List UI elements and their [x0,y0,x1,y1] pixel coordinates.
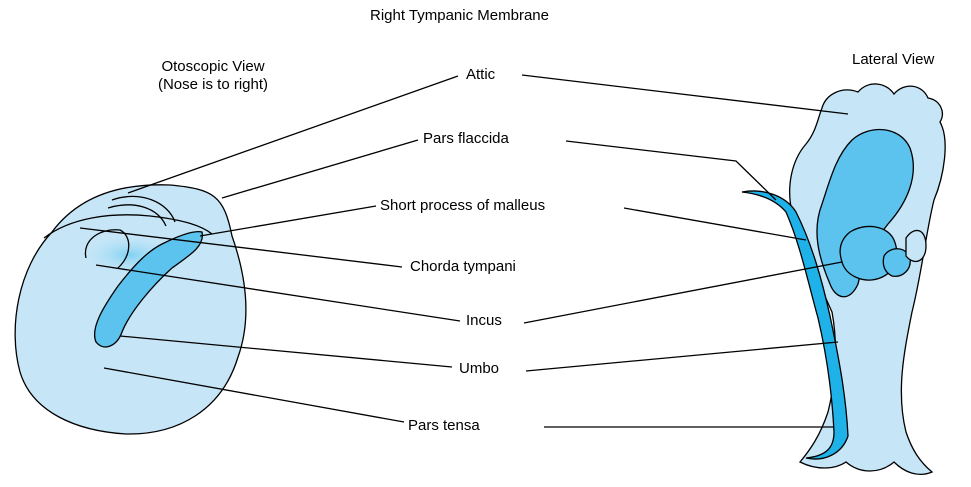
incus-leader-right [524,262,842,323]
label-attic: Attic [466,66,495,84]
label-chorda-tympani: Chorda tympani [410,258,516,276]
otoscopic-view [15,185,246,434]
lateral-view [742,84,945,474]
otoscopic-title-line: Otoscopic View [133,58,293,76]
label-short-process-of-malleus: Short process of malleus [380,197,545,215]
lateral-view-title: Lateral View [852,51,934,69]
diagram-title: Right Tympanic Membrane [370,7,549,25]
umbo-leader-right [526,342,838,371]
label-pars-tensa: Pars tensa [408,417,480,435]
label-umbo: Umbo [459,360,499,378]
otoscopic-view-title: Otoscopic View (Nose is to right) [133,58,293,94]
label-pars-flaccida: Pars flaccida [423,130,509,148]
short-process-leader-right [624,208,806,240]
otoscopic-note-line: (Nose is to right) [133,76,293,94]
attic-leader-right [522,75,848,114]
label-incus: Incus [466,312,502,330]
lateral-oval-ring [906,230,926,261]
